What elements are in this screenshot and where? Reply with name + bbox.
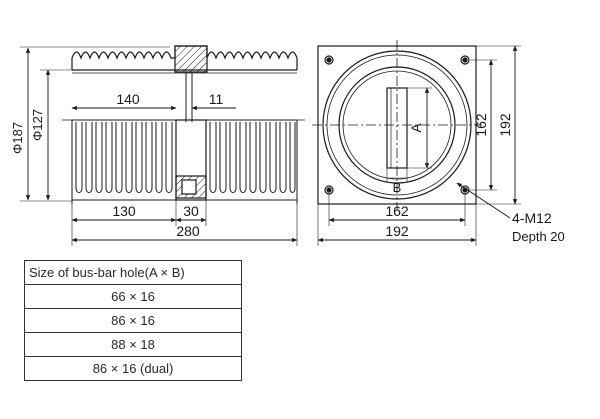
- dim-11-label: 11: [209, 91, 224, 107]
- side-view: [20, 45, 305, 246]
- dim-162-horizontal-label: 162: [385, 203, 409, 219]
- table-cell: 86 × 16 (dual): [24, 356, 242, 381]
- table-row: 88 × 18: [24, 332, 242, 357]
- inner-diameter-label: Φ127: [30, 109, 45, 141]
- front-view: [312, 40, 521, 246]
- dim-B-label: B: [393, 180, 402, 195]
- dim-162-vertical-label: 162: [473, 113, 489, 137]
- table-header-row: Size of bus-bar hole(A × B): [24, 260, 242, 285]
- dim-130-label: 130: [112, 203, 136, 219]
- table-row: 66 × 16: [24, 284, 242, 309]
- dim-A-label: A: [408, 123, 424, 133]
- table-row: 86 × 16: [24, 308, 242, 333]
- bolt-spec-label: 4-M12: [512, 210, 552, 226]
- top-hatched-band: [174, 45, 208, 73]
- dim-140-label: 140: [116, 91, 140, 107]
- busbar-size-table: Size of bus-bar hole(A × B) 66 × 16 86 ×…: [24, 260, 242, 381]
- bolt-depth-label: Depth 20: [512, 229, 565, 244]
- top-rib-outline: [71, 45, 298, 70]
- table-cell: 86 × 16: [24, 308, 242, 333]
- bolt-leader: [456, 182, 511, 219]
- dim-192-vertical-label: 192: [497, 113, 513, 137]
- table-header: Size of bus-bar hole(A × B): [24, 260, 242, 285]
- table-cell: 66 × 16: [24, 284, 242, 309]
- table-cell: 88 × 18: [24, 332, 242, 357]
- dim-30-label: 30: [183, 203, 199, 219]
- outer-diameter-label: Φ187: [10, 122, 25, 154]
- technical-drawing: Φ187 Φ127 140 11 130 30 280: [10, 40, 565, 246]
- dim-192-horizontal-label: 192: [385, 223, 409, 239]
- table-row: 86 × 16 (dual): [24, 356, 242, 381]
- dim-280-label: 280: [176, 223, 200, 239]
